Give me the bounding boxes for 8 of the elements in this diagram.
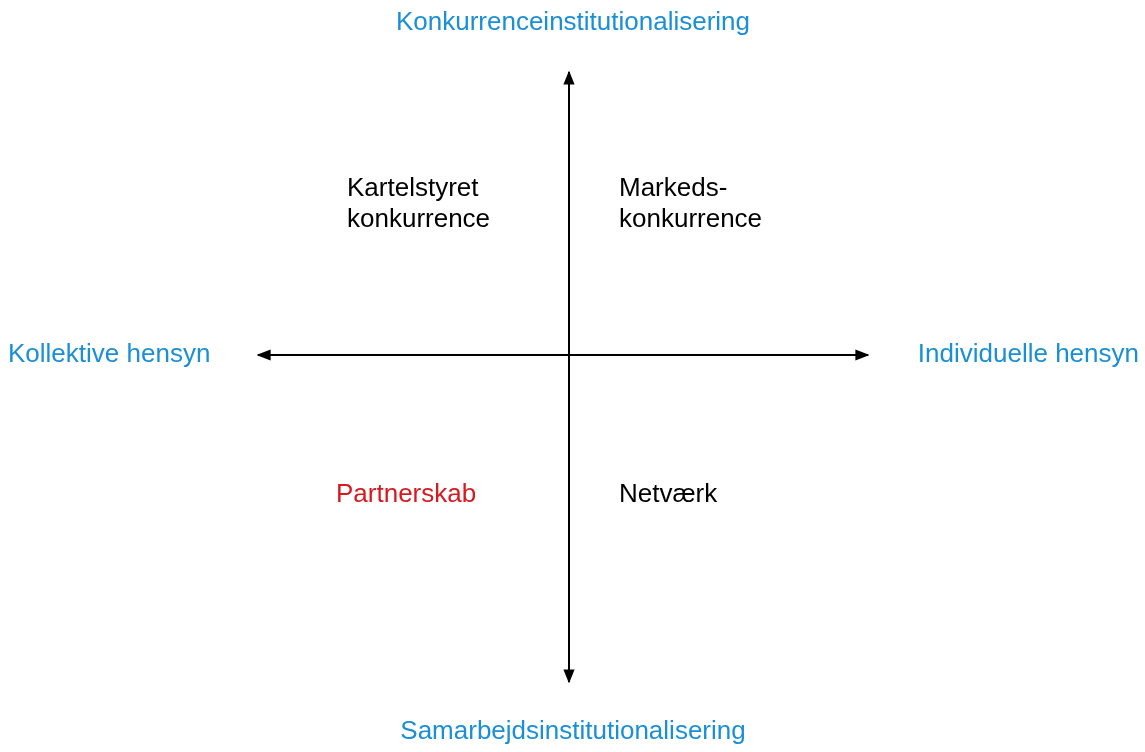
quadrant-label: Partnerskab: [336, 478, 478, 510]
axis-label: Konkurrenceinstitutionalisering: [394, 6, 752, 38]
axis-label: Samarbejdsinstitutionalisering: [399, 715, 747, 747]
quadrant-label: Netværk: [619, 478, 719, 510]
quadrant-label: Markeds- konkurrence: [619, 172, 764, 235]
quadrant-label: Kartelstyret konkurrence: [347, 172, 492, 235]
axis-label: Individuelle hensyn: [916, 338, 1139, 370]
axis-label: Kollektive hensyn: [8, 338, 212, 370]
